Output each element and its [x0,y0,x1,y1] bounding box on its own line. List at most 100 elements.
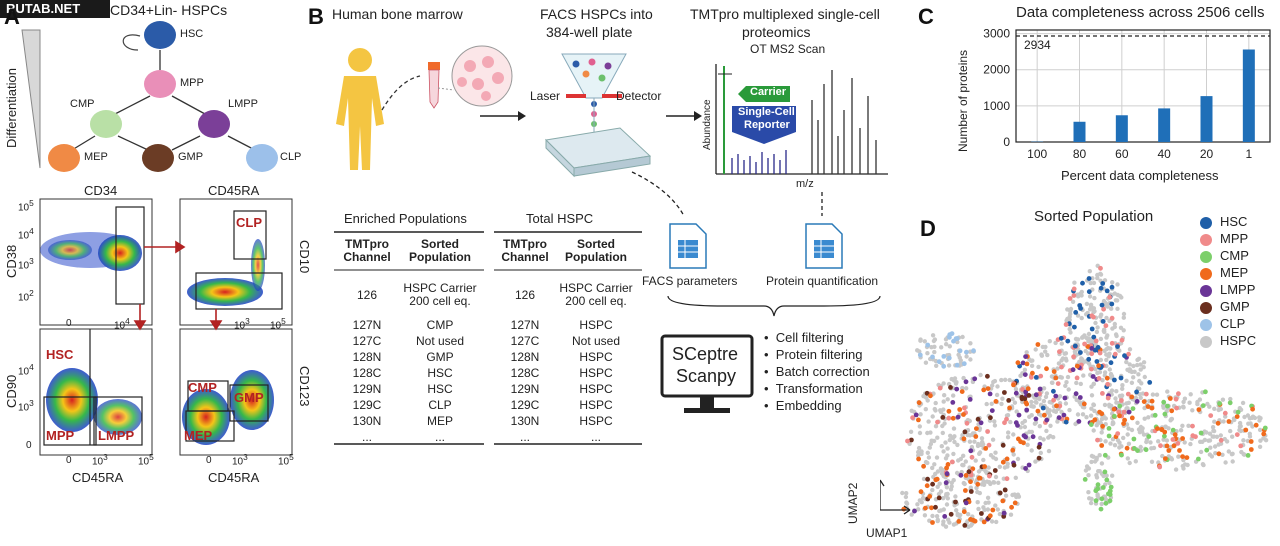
umap-point [953,499,958,505]
umap-point [930,333,936,338]
umap-point [964,420,970,426]
umap-point [1025,386,1031,392]
umap-point [1121,435,1126,441]
umap-point [987,473,992,479]
umap-point [1046,410,1052,416]
umap-point [1006,430,1011,435]
umap-point [1207,404,1212,409]
umap-point [1086,331,1092,337]
umap-point [1051,408,1056,414]
umap-point [1087,269,1092,274]
differentiation-triangle [21,29,41,169]
umap-point [1062,395,1068,401]
umap-point [1102,402,1108,408]
umap-point [992,423,998,428]
step-cell-filtering: • Cell filtering [764,330,844,345]
umap-axis-arrow [880,479,885,487]
flow-tick-x2: 104 [114,316,130,332]
legend-marker [1200,302,1212,314]
umap-point [926,419,931,424]
flow-y-cd123: CD123 [297,366,312,407]
umap-point [927,445,932,450]
umap-point [1024,361,1030,367]
umap-point [1127,347,1133,352]
umap-point [1102,452,1108,458]
flow-plot-2-frame [179,198,293,326]
umap-point [1129,369,1134,375]
umap-point [1086,473,1091,478]
umap-point [942,393,947,398]
gate-mep: MEP [184,428,213,443]
umap-point [948,433,953,438]
umap-point [979,436,985,441]
umap-point [1258,438,1263,443]
flow-plot-4-frame [179,328,293,456]
umap-point [1112,443,1118,448]
umap-point [962,429,968,435]
umap-point [1224,439,1230,444]
umap-point [1125,456,1130,461]
umap-point [981,479,986,484]
umap-point [933,400,938,406]
umap-point [1102,469,1108,475]
umap-point [1063,383,1068,388]
umap-point [1187,400,1192,405]
umap-point [1058,335,1064,341]
umap-point [1124,359,1129,365]
umap-point [1121,315,1126,320]
umap-point [919,449,924,454]
umap-point [939,345,944,350]
umap-point [1088,500,1094,506]
umap-point [1184,455,1190,460]
umap-point [1093,488,1099,494]
umap-point [995,384,1000,389]
umap-point [900,490,905,496]
umap-point [947,344,952,349]
umap-point [1043,349,1048,354]
umap-point [963,473,969,478]
umap-point [1136,356,1142,361]
umap-point [1227,400,1233,406]
umap-point [973,434,979,439]
umap-point [976,475,982,481]
umap-point [989,519,995,524]
umap-point [946,355,952,361]
umap-point [954,470,960,476]
umap-point [997,511,1003,517]
umap-point [1154,392,1160,397]
flow-tick-y5: 104 [18,362,34,378]
table-left-title: Enriched Populations [344,211,467,226]
umap-point [990,437,996,442]
umap-point [1100,281,1106,286]
umap-point [925,460,930,466]
umap-point [928,441,934,447]
umap-point [1213,451,1218,456]
abundance-label: Abundance [702,99,713,150]
umap-point [1005,464,1010,469]
umap-point [1229,452,1235,457]
umap-point [1099,461,1105,466]
umap-point [940,496,946,501]
umap-point [1087,294,1093,299]
umap-point [1243,427,1249,433]
umap-point [1173,467,1179,472]
umap-point [990,507,996,513]
umap-point [925,430,930,436]
umap-point [985,495,991,500]
umap-point [1210,434,1215,439]
umap-point [917,430,923,436]
umap-point [1023,466,1028,471]
umap-point [993,503,998,508]
umap-point [1149,405,1155,411]
umap-point [1095,272,1100,278]
umap-point [1081,401,1087,407]
umap-point [925,342,931,348]
umap-point [927,494,933,499]
umap-point [1015,456,1021,462]
umap-point [1241,438,1246,443]
umap-point [1165,403,1170,409]
umap-point [935,419,940,425]
umap-point [1035,408,1041,414]
